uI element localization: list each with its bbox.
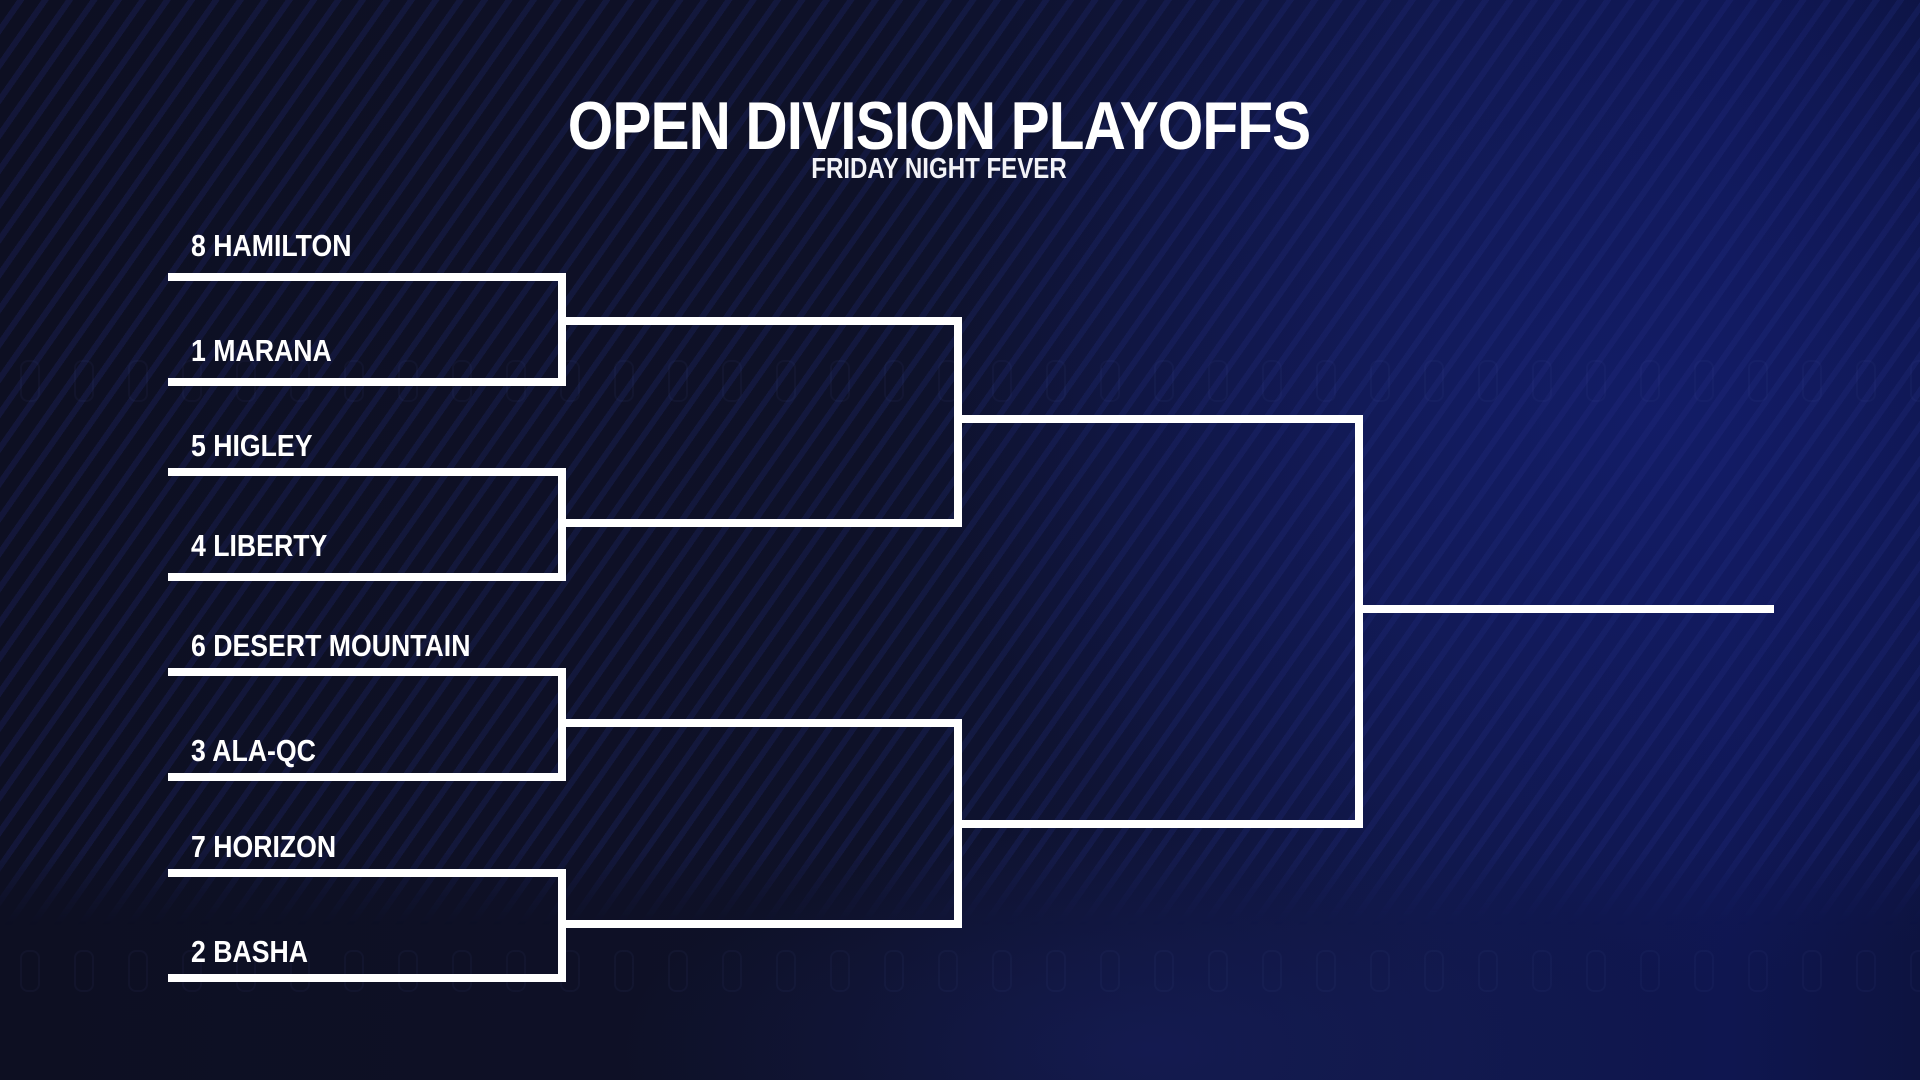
team-slot-line [168,468,566,476]
quarterfinal-slot-line-3 [558,719,962,727]
team-slot-line [168,573,566,581]
semifinal-slot-line-1 [954,415,1363,423]
team-slot-line [168,869,566,877]
champion-slot-line [1355,605,1774,613]
matchup-connector-vertical [1355,415,1363,828]
matchup-connector-vertical [558,273,566,386]
quarterfinal-slot-line-1 [558,317,962,325]
semifinal-slot-line-2 [954,820,1363,828]
team-slot-label: 7 HORIZON [191,829,337,864]
quarterfinal-slot-line-4 [558,920,962,928]
page-title: OPEN DIVISION PLAYOFFS [567,88,1311,164]
team-slot-line [168,773,566,781]
team-slot-label: 8 HAMILTON [191,228,352,263]
team-slot-label: 4 LIBERTY [191,528,328,563]
team-slot-line [168,273,566,281]
page-subtitle: FRIDAY NIGHT FEVER [811,153,1067,185]
team-slot-line [168,668,566,676]
team-slot-label: 6 DESERT MOUNTAIN [191,628,471,663]
team-slot-line [168,378,566,386]
team-slot-label: 2 BASHA [191,934,309,969]
team-slot-label: 3 ALA-QC [191,733,316,768]
team-slot-label: 5 HIGLEY [191,428,313,463]
quarterfinal-slot-line-2 [558,519,962,527]
team-slot-line [168,974,566,982]
team-slot-label: 1 MARANA [191,333,332,368]
